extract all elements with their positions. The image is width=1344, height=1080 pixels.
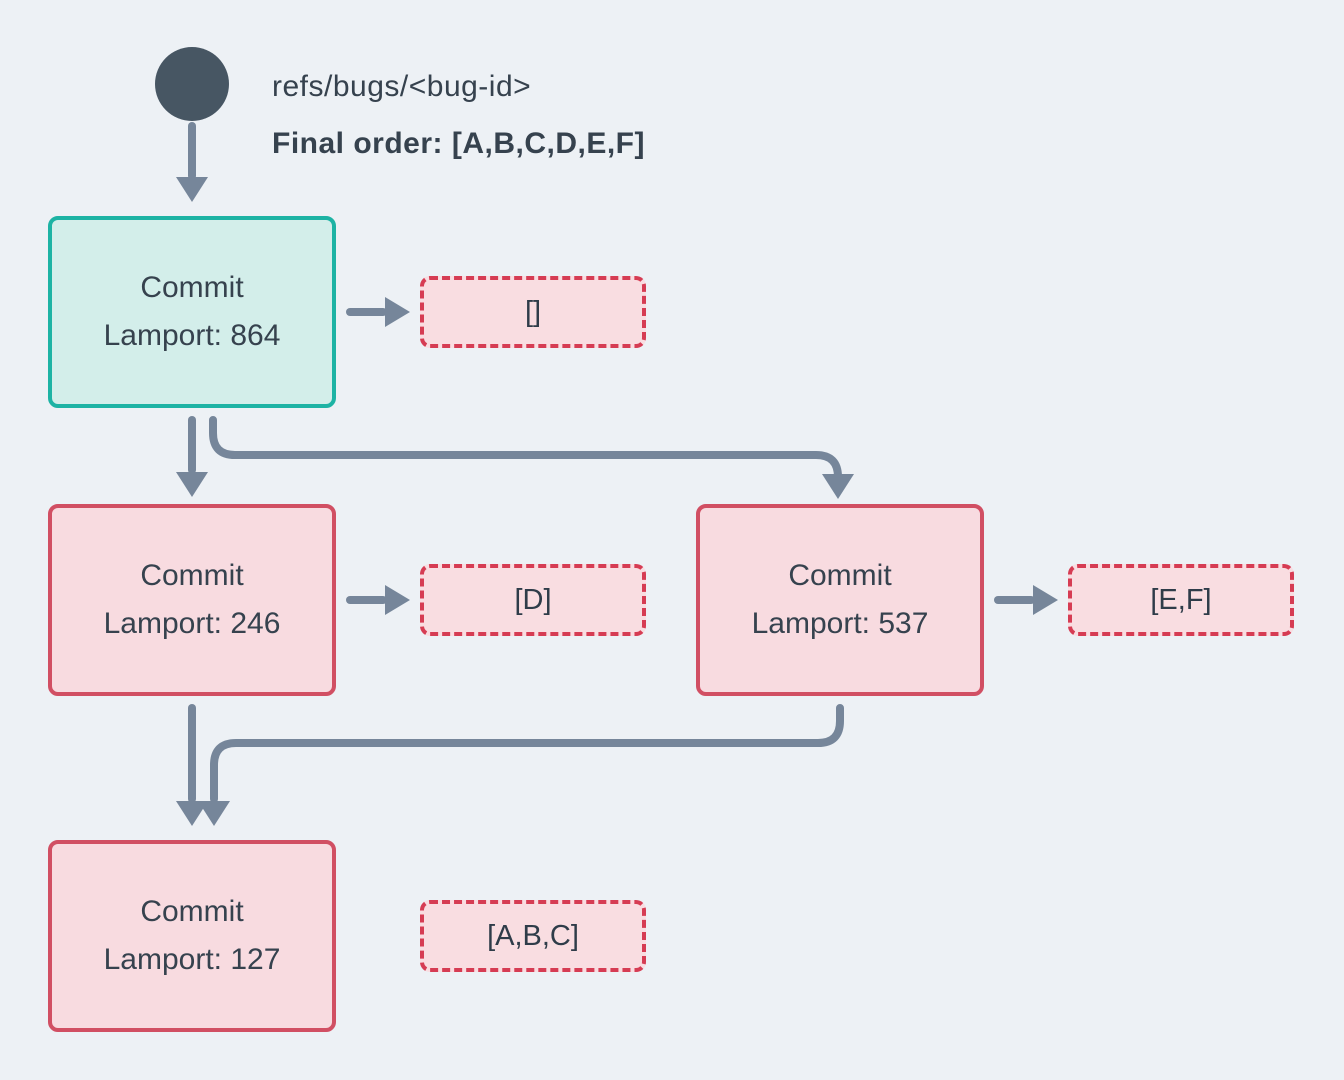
commit-node-246: Commit Lamport: 246: [48, 504, 336, 696]
final-order-label: Final order: [A,B,C,D,E,F]: [272, 127, 645, 160]
ref-node-circle: [155, 47, 229, 121]
commit-node-127: Commit Lamport: 127: [48, 840, 336, 1032]
payload-box-864: []: [420, 276, 646, 348]
payload-value: [E,F]: [1150, 583, 1212, 616]
commit-node-537: Commit Lamport: 537: [696, 504, 984, 696]
commit-lamport: Lamport: 864: [103, 319, 281, 352]
arrow-864-to-537: [209, 416, 842, 481]
arrowhead-537-to-127: [198, 801, 230, 826]
payload-value: []: [524, 295, 542, 328]
payload-box-537: [E,F]: [1068, 564, 1294, 636]
commit-lamport: Lamport: 246: [103, 607, 281, 640]
commit-title: Commit: [788, 559, 892, 592]
commit-title: Commit: [140, 895, 244, 928]
commit-title: Commit: [140, 559, 244, 592]
commit-lamport: Lamport: 537: [751, 607, 929, 640]
arrowhead-ref-to-864: [176, 177, 208, 202]
commit-node-864: Commit Lamport: 864: [48, 216, 336, 408]
arrowhead-864-to-537: [822, 474, 854, 499]
arrow-537-to-127: [210, 704, 844, 803]
ref-label: refs/bugs/<bug-id>: [272, 70, 532, 103]
arrowhead-246-to-127: [176, 801, 208, 826]
payload-value: [A,B,C]: [487, 919, 579, 952]
arrowhead-864-to-payload: [385, 297, 410, 327]
arrowhead-864-to-246: [176, 472, 208, 497]
arrowhead-537-to-payload: [1033, 585, 1058, 615]
payload-box-127: [A,B,C]: [420, 900, 646, 972]
commit-lamport: Lamport: 127: [103, 943, 281, 976]
payload-value: [D]: [514, 583, 552, 616]
payload-box-246: [D]: [420, 564, 646, 636]
commit-title: Commit: [140, 271, 244, 304]
arrowhead-246-to-payload: [385, 585, 410, 615]
